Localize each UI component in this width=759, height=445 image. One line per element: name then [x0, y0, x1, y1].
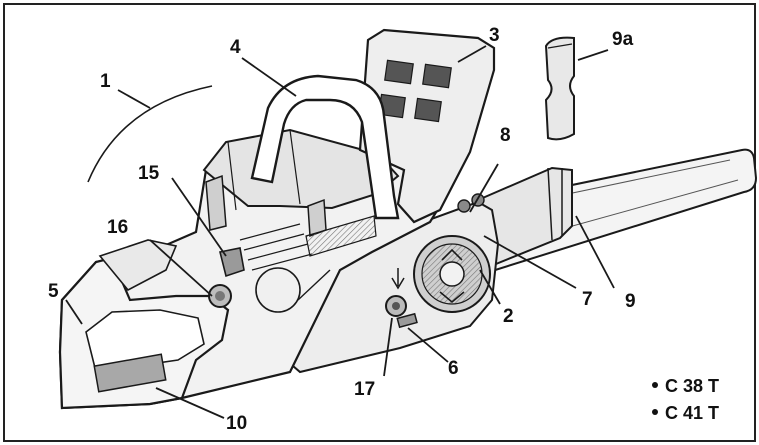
bar-cover-spare [544, 36, 575, 141]
bullet-icon [652, 409, 658, 416]
label-part-5: 5 [48, 281, 59, 302]
label-part-3: 3 [489, 25, 500, 46]
model-c41t: C 41 T [652, 404, 719, 422]
model-name: C 41 T [665, 403, 720, 423]
label-part-9a: 9a [612, 29, 634, 50]
model-name: C 38 T [665, 376, 720, 396]
label-part-6: 6 [448, 358, 459, 379]
label-part-16: 16 [107, 217, 129, 238]
label-part-10: 10 [226, 413, 248, 434]
label-part-7: 7 [582, 289, 593, 310]
label-part-1: 1 [100, 71, 111, 92]
label-part-2: 2 [503, 306, 514, 327]
leader-lines [65, 45, 615, 419]
label-part-17: 17 [354, 379, 376, 400]
guide-bar [468, 148, 758, 278]
model-c38t: C 38 T [652, 377, 719, 395]
brake-lever [396, 312, 418, 329]
label-part-9: 9 [625, 291, 636, 312]
chain-cover [284, 200, 500, 374]
identification-plate [93, 353, 167, 393]
label-part-15: 15 [138, 163, 160, 184]
diagram-frame [3, 3, 756, 442]
label-part-4: 4 [230, 37, 241, 58]
bullet-icon [652, 382, 658, 389]
label-part-8: 8 [500, 125, 511, 146]
rotation-arc [87, 85, 213, 183]
hand-guard [358, 28, 496, 224]
front-handle [250, 74, 400, 220]
